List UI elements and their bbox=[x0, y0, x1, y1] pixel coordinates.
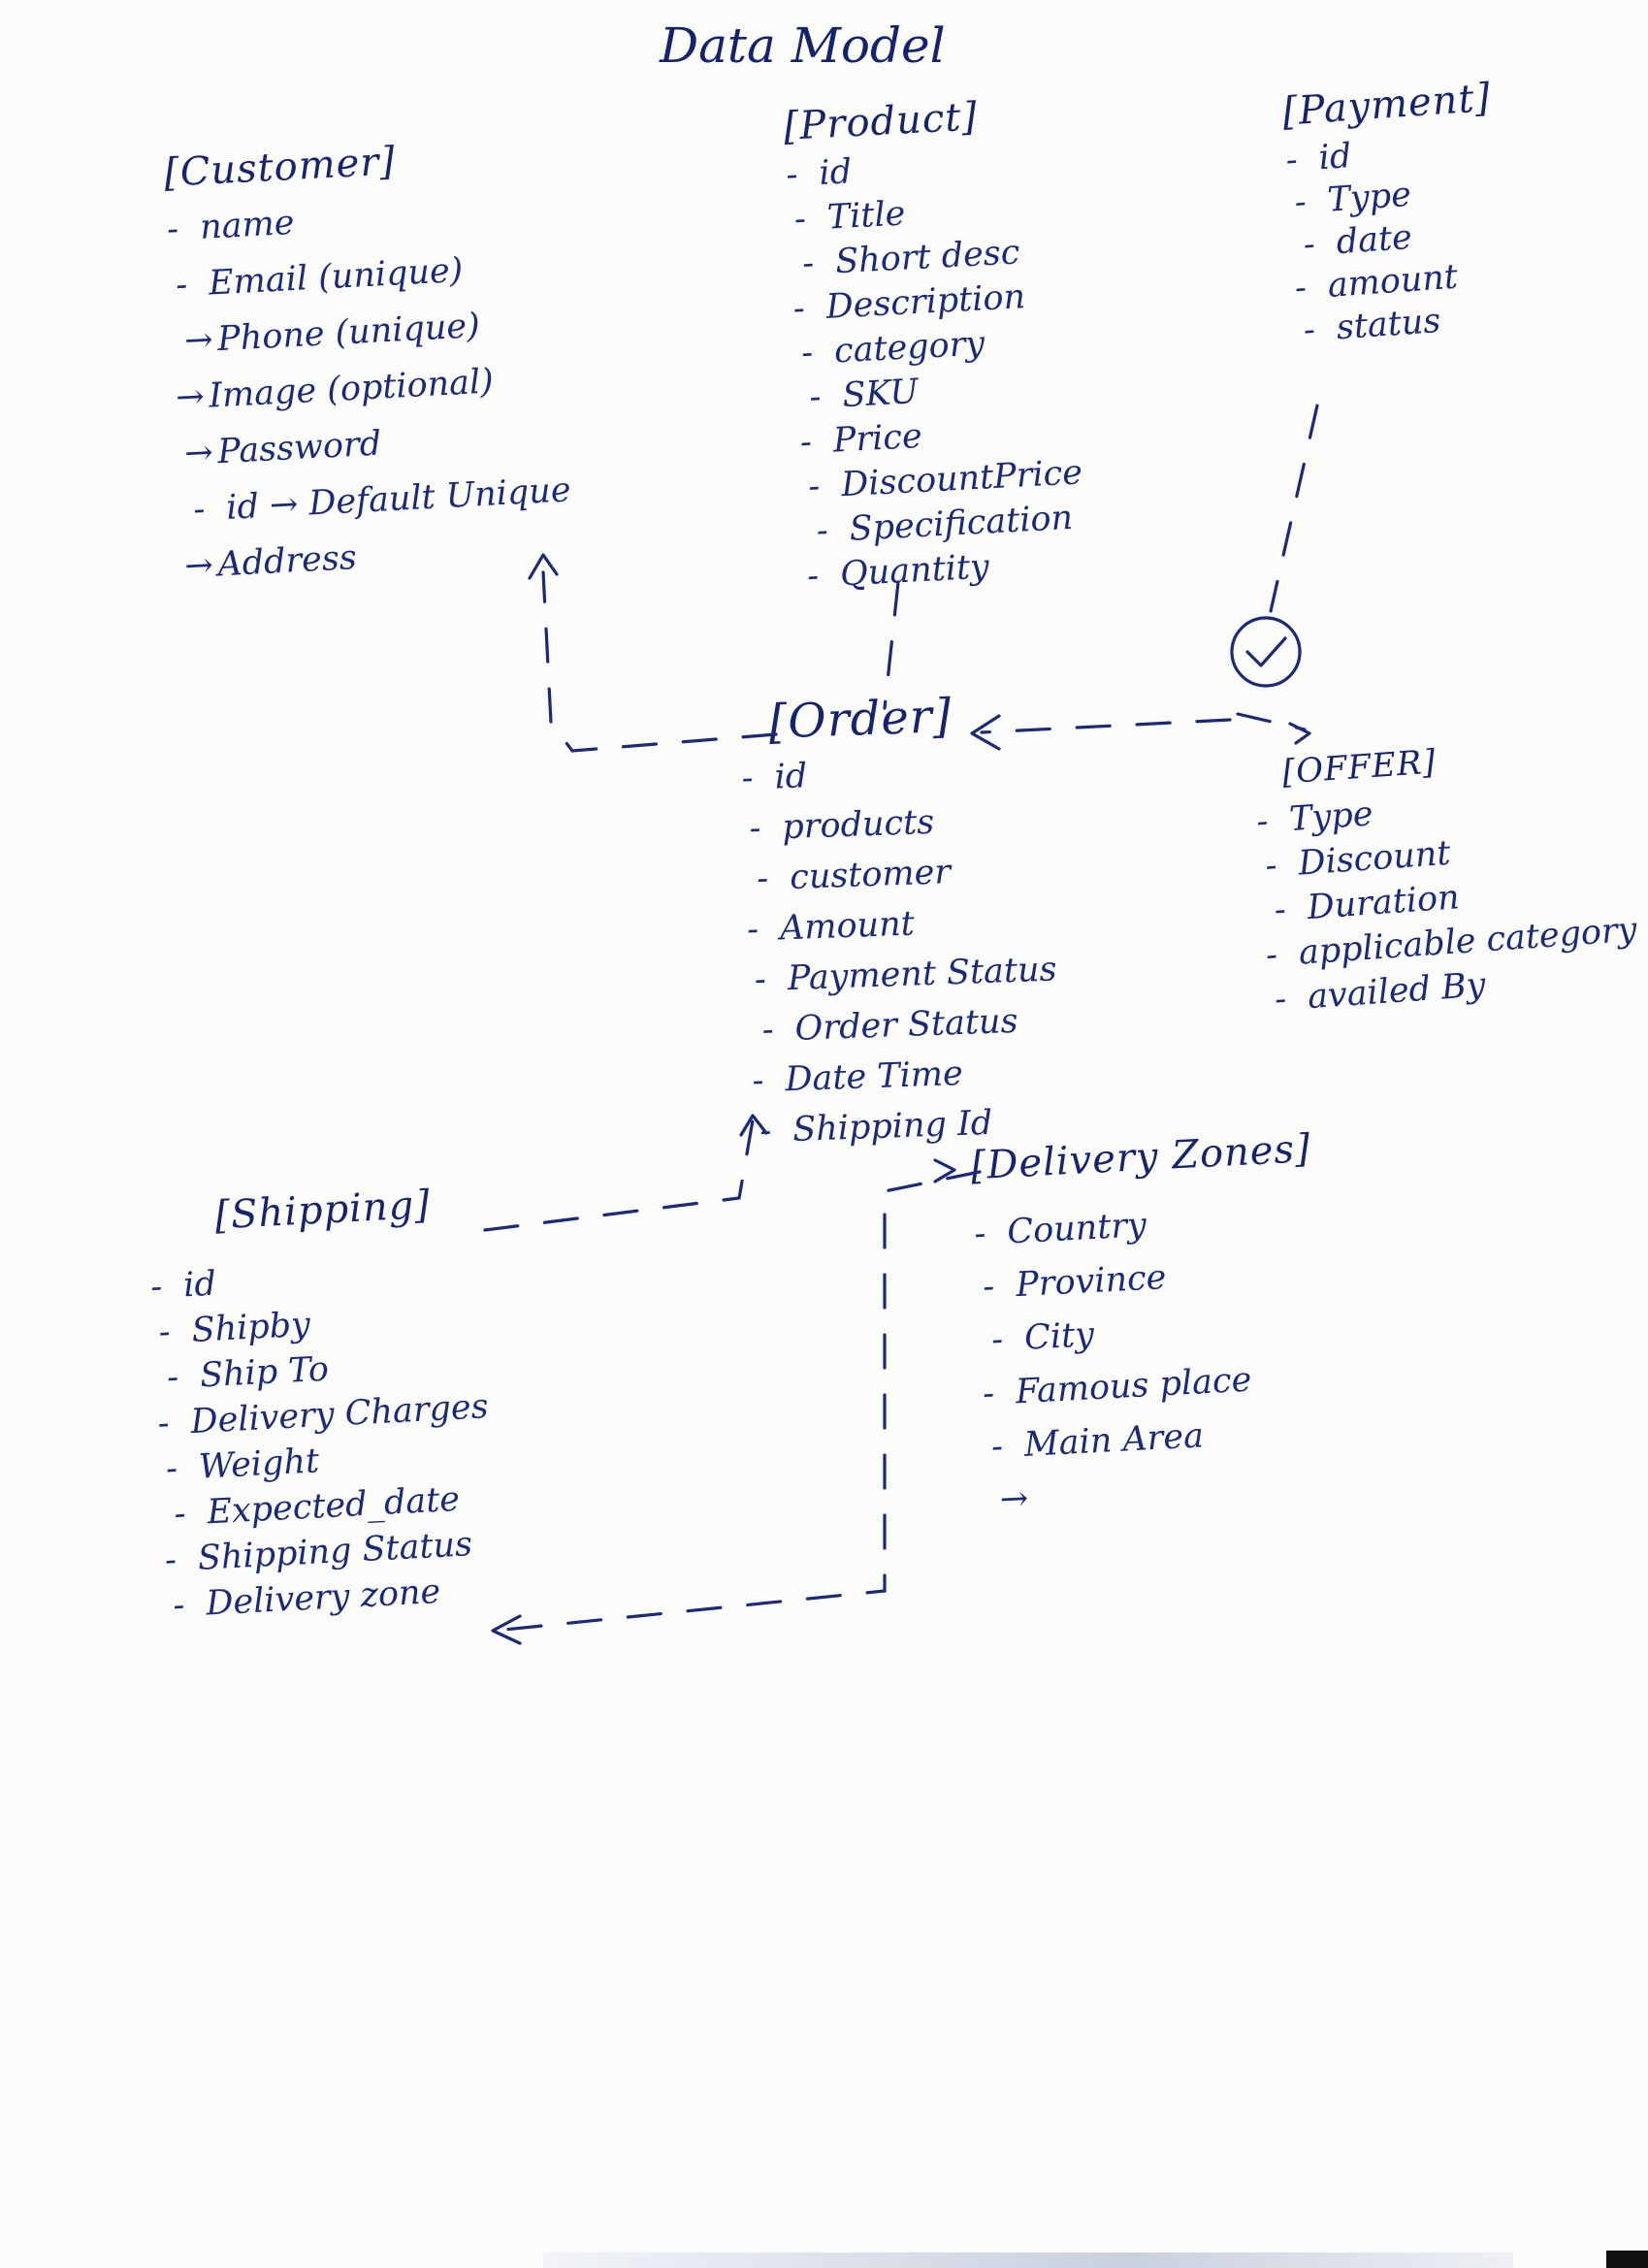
connector-zones-shipping bbox=[502, 1170, 982, 1632]
connector-check-order bbox=[980, 718, 1232, 734]
arrowhead-shipping-delivery-zone bbox=[491, 1614, 522, 1645]
arrowhead-customer bbox=[528, 553, 559, 580]
connector-customer-order bbox=[541, 570, 778, 753]
check-circle-icon bbox=[1230, 616, 1302, 688]
connector-shipping-order bbox=[483, 1118, 755, 1232]
connector-check-offer bbox=[1236, 712, 1307, 731]
arrowhead-offer bbox=[1288, 722, 1311, 745]
scan-corner bbox=[1606, 2251, 1648, 2268]
arrowhead-order-from-payment bbox=[970, 714, 1001, 751]
arrowhead-delivery-zones bbox=[933, 1158, 956, 1183]
check-mark-icon bbox=[1245, 636, 1287, 667]
arrowhead-order-shipping-id bbox=[739, 1114, 768, 1137]
connector-product-order bbox=[883, 580, 900, 710]
scan-edge bbox=[543, 2252, 1513, 2268]
connector-payment-check bbox=[1269, 404, 1319, 613]
diagram-title: Data Model bbox=[660, 17, 946, 74]
